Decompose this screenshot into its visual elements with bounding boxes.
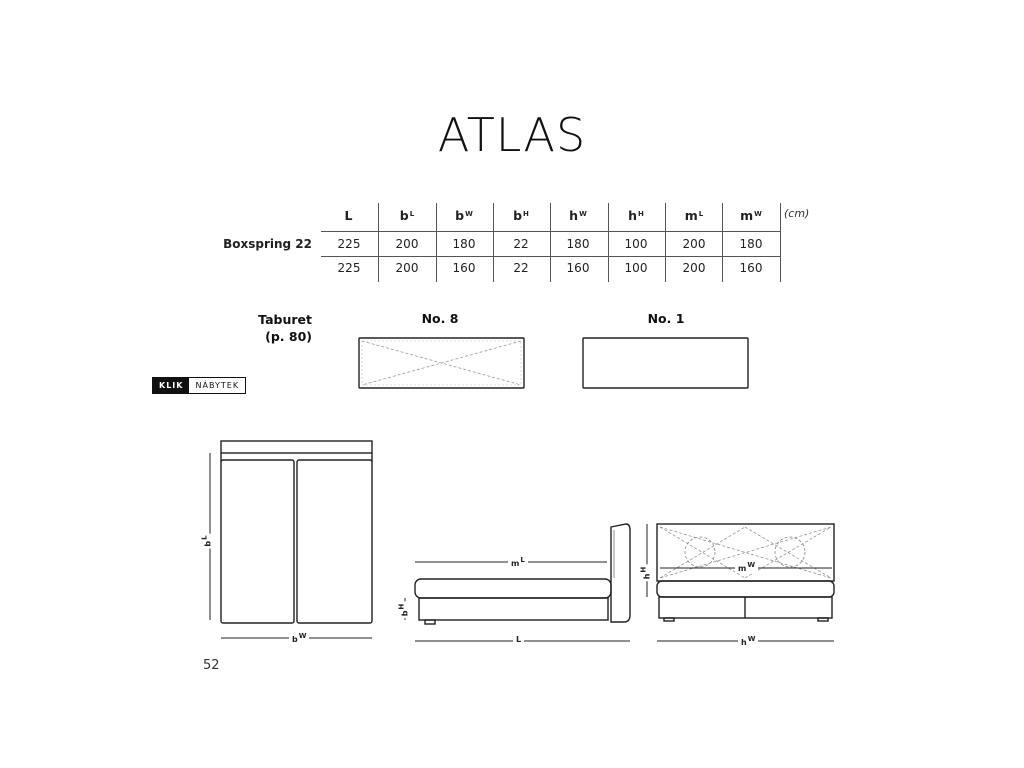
taburet-no8-drawing <box>358 337 525 389</box>
table-column-divider <box>550 203 551 282</box>
taburet-title: Taburet <box>258 312 312 327</box>
table-column-divider <box>436 203 437 282</box>
table-header-hh: hH <box>628 208 644 223</box>
dim-label-side-mattress: mL <box>508 556 528 568</box>
table-column-divider <box>780 203 781 282</box>
taburet-variant-no8: No. 8 <box>421 311 459 326</box>
table-cell: 200 <box>682 237 706 251</box>
table-cell: 200 <box>682 261 706 275</box>
dim-label-front-height: hH <box>639 564 652 582</box>
table-header-bl: bL <box>399 208 415 223</box>
table-cell: 22 <box>513 237 529 251</box>
table-column-divider <box>722 203 723 282</box>
taburet-page-ref: (p. 80) <box>265 329 312 344</box>
row-label-boxspring: Boxspring 22 <box>223 237 312 251</box>
table-header-hw: hW <box>569 208 587 223</box>
page-title: ATLAS <box>437 108 587 162</box>
table-header-rule <box>321 231 780 232</box>
taburet-no1-drawing <box>582 337 749 389</box>
table-cell: 225 <box>337 261 361 275</box>
bed-front-view <box>656 523 835 622</box>
brand-part-1: KLIK <box>153 378 190 393</box>
dim-label-top-width: bW <box>289 632 310 644</box>
table-cell: 225 <box>337 237 361 251</box>
table-column-divider <box>493 203 494 282</box>
dim-label-side-length: L <box>513 635 525 644</box>
brand-logo: KLIK NÁBYTEK <box>152 377 247 394</box>
table-row-rule <box>321 256 780 257</box>
dim-label-front-width: hW <box>738 635 759 647</box>
table-cell: 160 <box>566 261 590 275</box>
table-column-divider <box>608 203 609 282</box>
table-column-divider <box>378 203 379 282</box>
table-cell: 200 <box>395 237 419 251</box>
brand-part-2: NÁBYTEK <box>189 378 246 393</box>
table-cell: 180 <box>566 237 590 251</box>
table-cell: 160 <box>452 261 476 275</box>
table-cell: 160 <box>739 261 763 275</box>
page-number: 52 <box>203 658 220 673</box>
dim-label-front-mattress: mW <box>735 561 759 573</box>
table-header-mw: mW <box>740 208 762 223</box>
table-cell: 100 <box>624 237 648 251</box>
table-cell: 22 <box>513 261 529 275</box>
taburet-label: Taburet (p. 80) <box>230 311 312 345</box>
unit-label: (cm) <box>784 207 810 220</box>
table-cell: 180 <box>739 237 763 251</box>
table-header-bh: bH <box>513 208 529 223</box>
dim-label-side-base-height: bH <box>397 601 410 619</box>
table-cell: 180 <box>452 237 476 251</box>
taburet-variant-no1: No. 1 <box>647 311 685 326</box>
table-header-l: L <box>344 208 353 223</box>
table-header-ml: mL <box>684 208 704 223</box>
bed-side-view <box>414 523 631 625</box>
table-column-divider <box>665 203 666 282</box>
dim-label-top-height: bL <box>200 533 213 549</box>
table-cell: 200 <box>395 261 419 275</box>
table-header-bw: bW <box>455 208 473 223</box>
bed-top-view <box>220 440 373 624</box>
table-cell: 100 <box>624 261 648 275</box>
